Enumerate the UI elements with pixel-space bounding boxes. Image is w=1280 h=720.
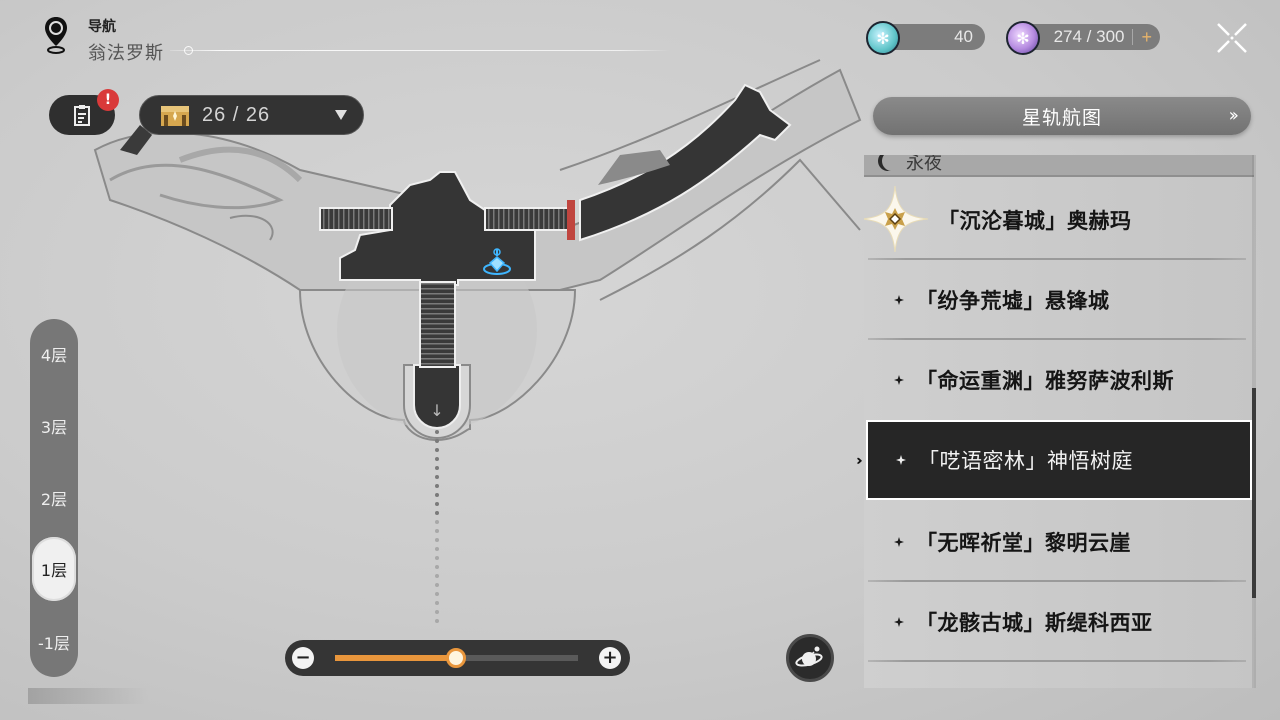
- space-anchor-icon: [483, 248, 511, 275]
- list-item-janusopolis[interactable]: 「命运重渊」雅努萨波利斯: [864, 340, 1246, 420]
- list-section-header: 永夜: [864, 155, 1254, 177]
- divider: [868, 580, 1246, 582]
- location-name: 「沉沦暮城」奥赫玛: [938, 209, 1132, 233]
- header-divider-dot: [184, 46, 193, 55]
- floor-basement-1[interactable]: -1层: [38, 634, 70, 653]
- treasure-chest-dropdown[interactable]: 26 / 26: [139, 95, 364, 135]
- star-bullet-icon: [896, 455, 906, 465]
- location-list[interactable]: 永夜 「沉沦暮城」奥赫玛 「纷争荒墟」悬锋城 「命运重渊」雅努萨波利斯 「呓语密…: [864, 155, 1254, 688]
- location-pin-icon: [45, 17, 67, 54]
- list-item-okhema[interactable]: 「沉沦暮城」奥赫玛: [864, 180, 1246, 260]
- close-icon[interactable]: [1212, 18, 1252, 58]
- star-bullet-icon: [894, 537, 904, 547]
- moon-icon: [878, 155, 898, 171]
- status-bar: [28, 688, 148, 704]
- trailblaze-power-icon: ✻: [1006, 21, 1040, 55]
- list-scrollbar-thumb[interactable]: [1252, 388, 1256, 598]
- add-power-button[interactable]: +: [1141, 26, 1152, 47]
- star-bullet-icon: [894, 295, 904, 305]
- zoom-handle[interactable]: [446, 648, 466, 668]
- alert-badge: !: [97, 89, 119, 111]
- location-name: 「命运重渊」雅努萨波利斯: [916, 369, 1174, 393]
- dropdown-arrow-icon: [335, 110, 347, 120]
- planet-icon: [795, 646, 823, 667]
- location-name: 「无晖祈堂」黎明云崖: [916, 531, 1131, 555]
- chest-count: 26 / 26: [202, 103, 271, 126]
- trailblaze-power-value: 274 / 300: [1053, 27, 1125, 46]
- list-item-grove-of-epiphany[interactable]: 「呓语密林」神悟树庭: [866, 420, 1252, 500]
- divider: [868, 258, 1246, 260]
- star-bullet-icon: [894, 375, 904, 385]
- section-title: 永夜: [906, 155, 942, 174]
- floor-3[interactable]: 3层: [40, 418, 68, 437]
- location-name: 「纷争荒墟」悬锋城: [916, 289, 1110, 313]
- current-location-star-icon: [864, 185, 929, 253]
- zoom-in-button[interactable]: +: [599, 647, 621, 669]
- double-chevron-right-icon: ››: [1228, 105, 1240, 126]
- floor-selector[interactable]: 4层 3层 2层 1层 -1层: [30, 319, 78, 677]
- list-item-castrum-kremnos[interactable]: 「纷争荒墟」悬锋城: [864, 260, 1246, 340]
- star-rail-map-label: 星轨航图: [1021, 106, 1102, 129]
- star-bullet-icon: [894, 617, 904, 627]
- selection-pointer-icon: ›››: [856, 453, 862, 469]
- floor-1[interactable]: 1层: [32, 537, 76, 601]
- divider: [868, 338, 1246, 340]
- zoom-fill: [335, 655, 457, 661]
- header-divider: [170, 50, 670, 51]
- world-switch-button[interactable]: [786, 634, 834, 682]
- svg-text:↓: ↓: [430, 401, 443, 420]
- floor-4[interactable]: 4层: [40, 346, 68, 365]
- navigation-label: 导航: [88, 19, 116, 35]
- zoom-slider[interactable]: − +: [285, 640, 630, 676]
- fuel-value: 40: [954, 27, 973, 46]
- region-name: 翁法罗斯: [88, 43, 164, 64]
- divider: [868, 660, 1246, 662]
- location-name: 「呓语密林」神悟树庭: [918, 449, 1133, 473]
- clipboard-icon: [74, 105, 90, 126]
- list-item-dawncloud[interactable]: 「无晖祈堂」黎明云崖: [864, 502, 1246, 582]
- list-item-styxia[interactable]: 「龙骸古城」斯缇科西亚: [864, 582, 1246, 662]
- divider: [1132, 29, 1134, 45]
- zoom-out-button[interactable]: −: [292, 647, 314, 669]
- floor-2[interactable]: 2层: [40, 490, 68, 509]
- star-rail-map-button[interactable]: 星轨航图 ››: [873, 97, 1251, 135]
- treasure-chest-icon: [161, 106, 189, 126]
- location-name: 「龙骸古城」斯缇科西亚: [916, 611, 1153, 635]
- fuel-icon: ✻: [866, 21, 900, 55]
